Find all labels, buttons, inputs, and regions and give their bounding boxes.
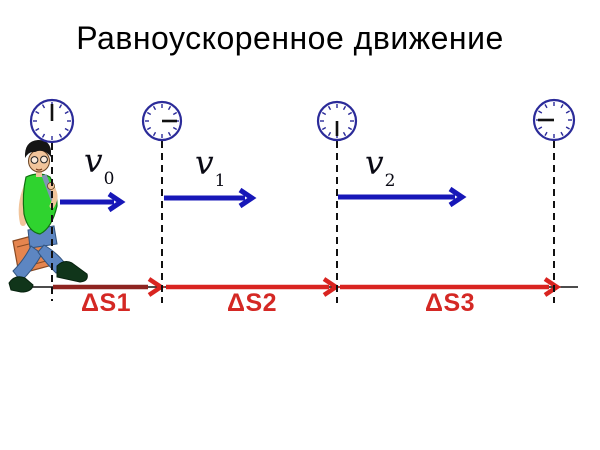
clock-tick — [327, 131, 332, 137]
clock-tick — [41, 133, 46, 138]
clock-tick — [565, 126, 570, 130]
clock-tick — [146, 126, 152, 131]
clock-tick — [64, 110, 69, 115]
clock-tick — [41, 104, 46, 109]
clock-tick — [342, 105, 347, 111]
v1-arrowhead — [238, 187, 257, 209]
page-title: Равноускоренное движение — [76, 20, 504, 56]
clock-tick — [560, 104, 564, 109]
clock-tick — [172, 126, 178, 131]
person-back-shoe — [8, 276, 34, 293]
clock-tick — [347, 126, 353, 131]
clock-tick — [58, 133, 63, 138]
clock-tick — [321, 126, 327, 131]
v1-subscript: 1 — [214, 170, 226, 191]
velocity-arrow-v1 — [164, 187, 257, 209]
clock-tick — [64, 127, 69, 132]
velocity-label-v0: v0 — [84, 141, 114, 187]
person-glasses-left — [30, 156, 39, 164]
clock-tick — [152, 105, 157, 111]
clock-t3-icon — [532, 98, 576, 142]
clock-tick — [544, 104, 548, 109]
s3-arrowhead — [543, 277, 562, 297]
clock-tick — [321, 111, 327, 116]
person-hair — [24, 140, 51, 158]
clock-tick — [538, 126, 543, 130]
v2-symbol: v — [365, 143, 384, 182]
clock-t0-icon — [29, 98, 75, 144]
v2-subscript: 2 — [384, 170, 396, 191]
clock-t1-icon — [141, 100, 183, 142]
clock-t2-icon — [316, 100, 358, 142]
segment-label-s1: ΔS1 — [80, 289, 132, 317]
velocity-arrow-v2 — [338, 186, 467, 208]
clock-tick — [167, 105, 172, 111]
clock-tick — [146, 111, 152, 116]
segment-label-s2: ΔS2 — [226, 289, 278, 317]
person-mouth — [35, 168, 43, 171]
walking-person-illustration — [8, 140, 88, 293]
v0-symbol: v — [84, 141, 103, 180]
segment-label-s3: ΔS3 — [424, 289, 476, 317]
v0-arrowhead — [107, 191, 126, 213]
clock-tick — [327, 105, 332, 111]
person-front-shoe — [56, 261, 88, 283]
v2-arrowhead — [448, 186, 467, 208]
v1-symbol: v — [195, 143, 214, 182]
clock-tick — [35, 110, 40, 115]
displacement-arrow-s3 — [340, 277, 562, 297]
clock-tick — [560, 131, 564, 136]
clock-tick — [544, 131, 548, 136]
clock-tick — [347, 111, 353, 116]
v0-subscript: 0 — [103, 168, 115, 189]
clock-tick — [152, 131, 157, 137]
clock-tick — [565, 110, 570, 114]
person-glasses-right — [40, 155, 48, 164]
person-neck — [36, 170, 42, 177]
clock-tick — [58, 104, 63, 109]
velocity-arrow-v0 — [60, 191, 126, 213]
clock-tick — [172, 111, 178, 116]
clock-tick — [35, 127, 40, 132]
velocity-label-v2: v2 — [365, 143, 395, 189]
velocity-label-v1: v1 — [195, 143, 225, 189]
clock-tick — [538, 110, 543, 114]
clock-tick — [167, 131, 172, 137]
clock-tick — [342, 131, 347, 137]
